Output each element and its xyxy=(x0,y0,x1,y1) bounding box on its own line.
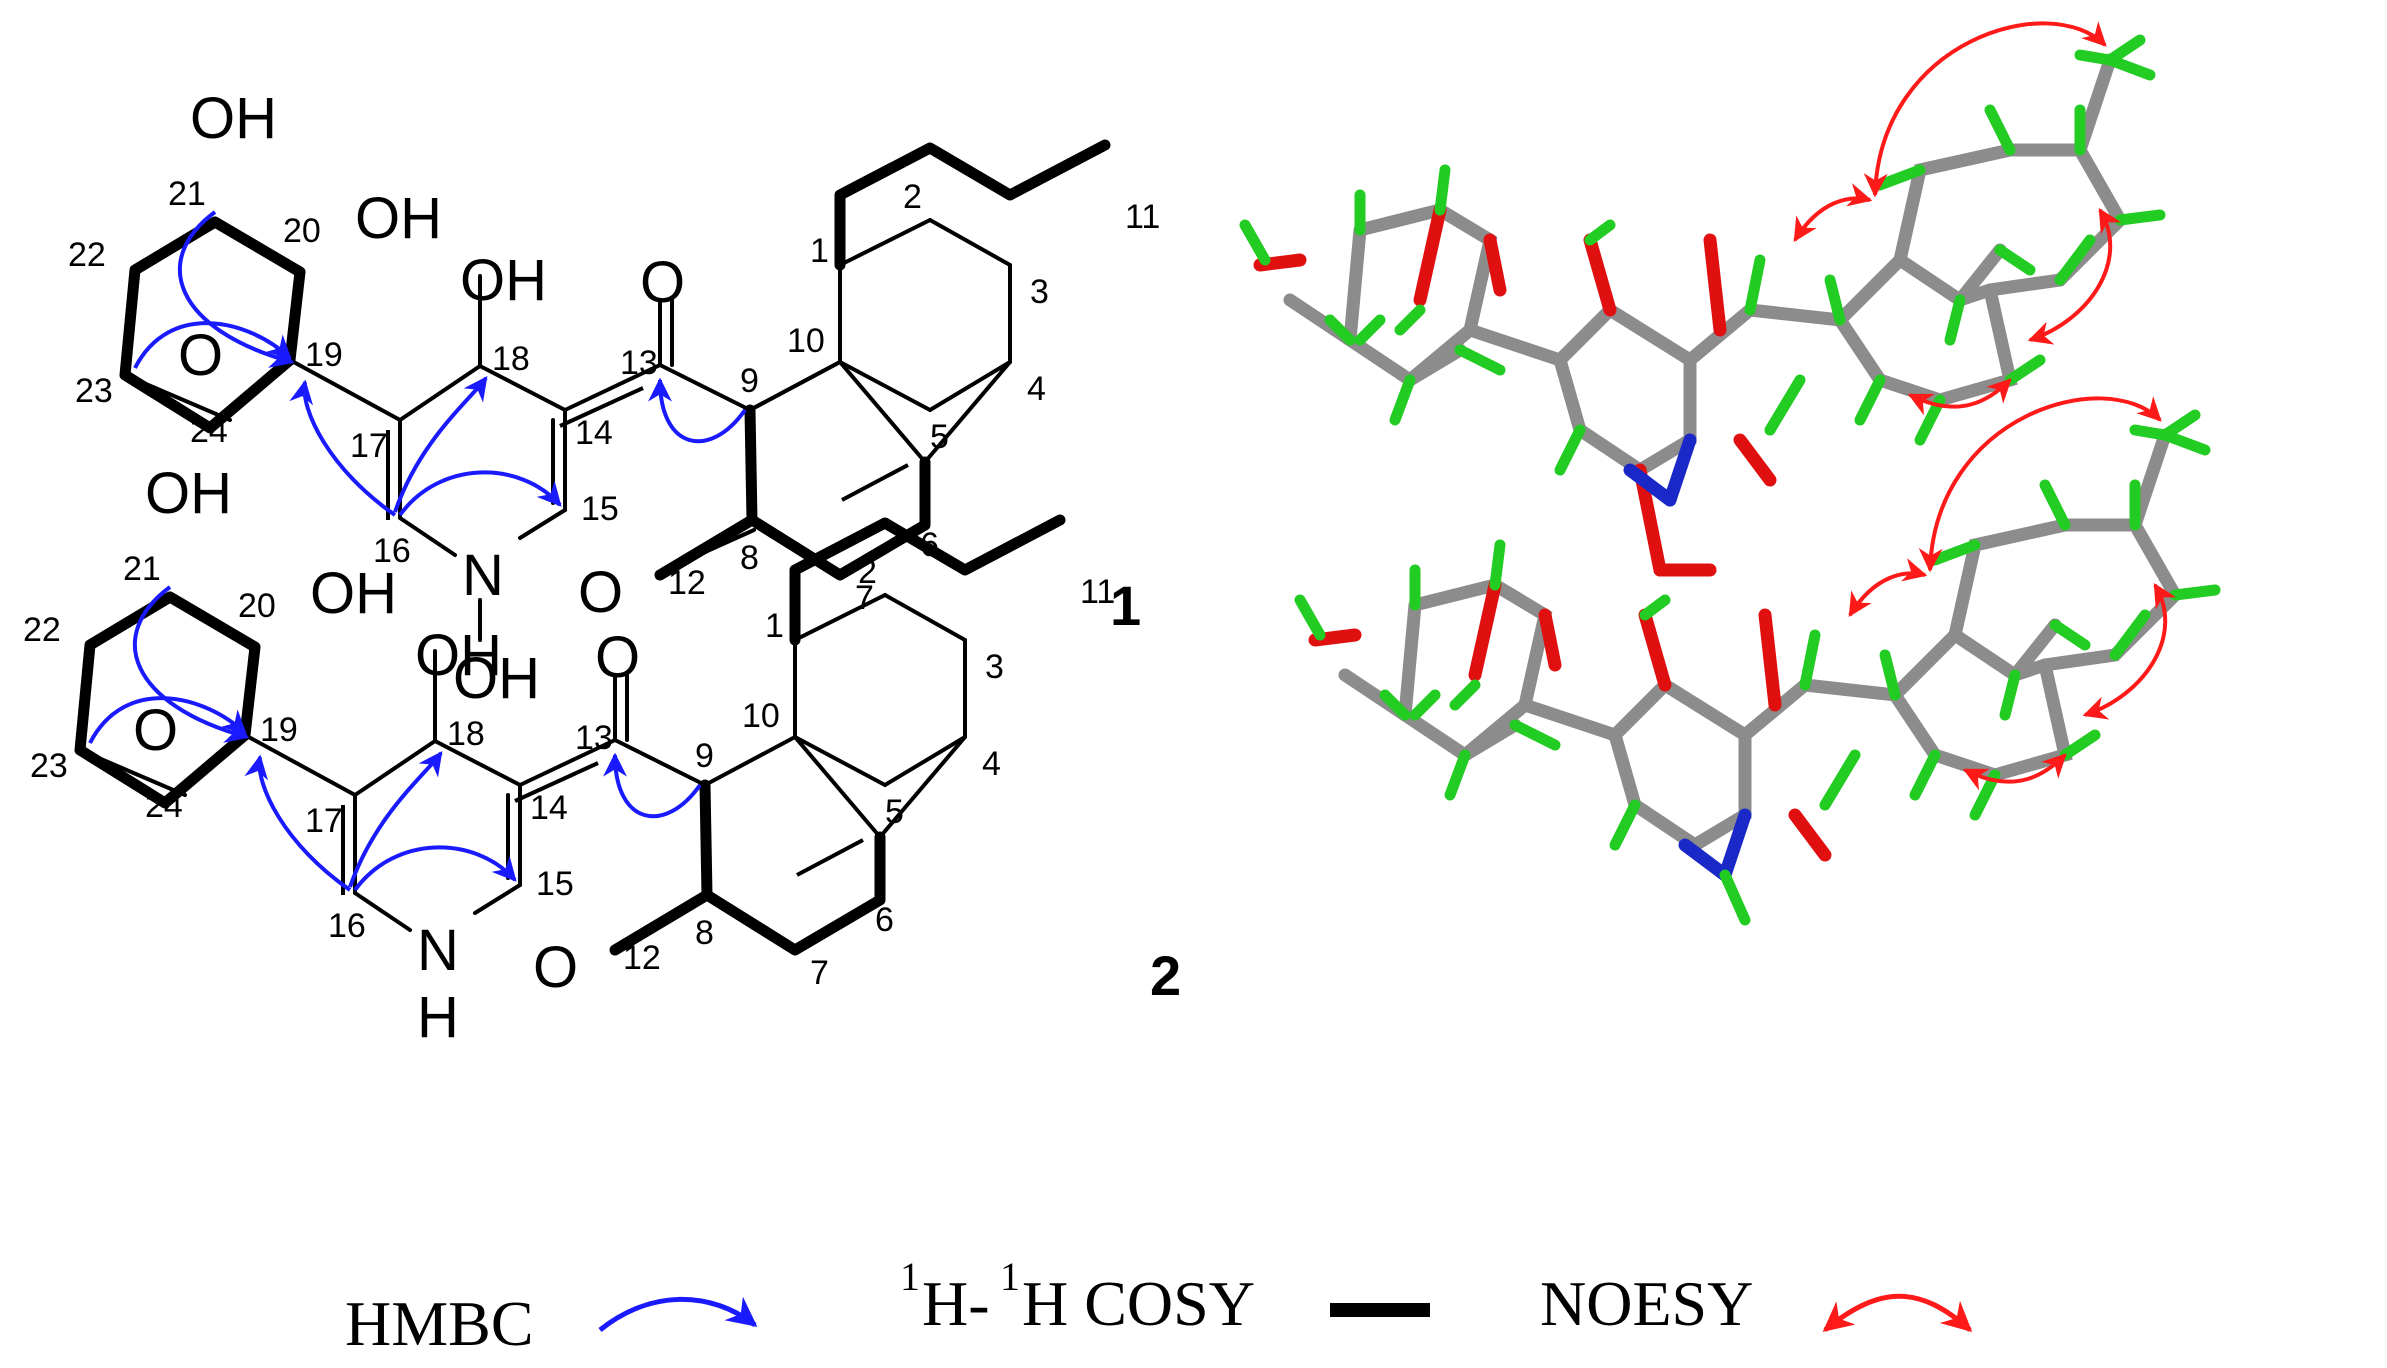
num-23: 23 xyxy=(30,747,68,785)
num-22: 22 xyxy=(68,236,106,274)
num-21: 21 xyxy=(123,550,161,588)
num-3: 3 xyxy=(1030,273,1049,311)
compound-1-label: 1 xyxy=(1110,574,1141,637)
num-16: 16 xyxy=(328,907,366,945)
atom-oh-21: OH xyxy=(145,461,232,526)
num-1: 1 xyxy=(810,232,829,270)
num-20: 20 xyxy=(283,212,321,250)
atom-o-15: O xyxy=(533,935,578,1000)
num-10: 10 xyxy=(742,697,780,735)
num-2: 2 xyxy=(903,178,922,216)
atom-n: N xyxy=(417,918,459,983)
num-4: 4 xyxy=(982,745,1001,783)
num-18: 18 xyxy=(447,715,485,753)
compound-2-structure: OH OH OH O O O N H 2 1 2 3 4 5 6 7 8 9 1… xyxy=(23,461,1181,1050)
num-20: 20 xyxy=(238,587,276,625)
num-11: 11 xyxy=(1080,573,1115,611)
num-14: 14 xyxy=(575,414,613,452)
num-13: 13 xyxy=(575,719,613,757)
num-10: 10 xyxy=(787,322,825,360)
num-4: 4 xyxy=(1027,370,1046,408)
legend-hmbc-label: HMBC xyxy=(345,1288,534,1359)
num-17: 17 xyxy=(305,802,343,840)
compound-2-3d-model xyxy=(1294,396,2221,926)
atom-oh-18: OH xyxy=(415,623,502,688)
num-19: 19 xyxy=(305,336,343,374)
legend-cosy-label: H COSY xyxy=(1022,1268,1255,1339)
num-5: 5 xyxy=(885,793,904,831)
num-13: 13 xyxy=(620,344,658,382)
num-8: 8 xyxy=(740,539,759,577)
atom-o-13: O xyxy=(640,250,685,315)
atom-o-ring: O xyxy=(178,323,223,388)
num-6: 6 xyxy=(875,901,894,939)
num-15: 15 xyxy=(536,865,574,903)
compound-2-label: 2 xyxy=(1150,944,1181,1007)
compound-1-3d-model xyxy=(1239,21,2166,577)
num-24: 24 xyxy=(190,412,228,450)
num-3: 3 xyxy=(985,648,1004,686)
legend-noesy-label: NOESY xyxy=(1540,1268,1753,1339)
num-1: 1 xyxy=(765,607,784,645)
atom-o-13: O xyxy=(595,625,640,690)
num-24: 24 xyxy=(145,787,183,825)
num-9: 9 xyxy=(695,737,714,775)
atom-oh-21: OH xyxy=(190,86,277,151)
num-12: 12 xyxy=(668,564,706,602)
atom-n: N xyxy=(462,543,504,608)
atom-oh-20: OH xyxy=(355,186,442,251)
num-18: 18 xyxy=(492,340,530,378)
num-12: 12 xyxy=(623,939,661,977)
num-21: 21 xyxy=(168,175,206,213)
num-8: 8 xyxy=(695,914,714,952)
legend-cosy-h1: H- xyxy=(922,1268,990,1339)
num-19: 19 xyxy=(260,711,298,749)
legend-hmbc-arrow xyxy=(598,1296,758,1332)
atom-o-ring: O xyxy=(133,698,178,763)
num-2: 2 xyxy=(858,553,877,591)
num-16: 16 xyxy=(373,532,411,570)
atom-o-15: O xyxy=(578,560,623,625)
atom-n-h: H xyxy=(417,985,459,1050)
num-11: 11 xyxy=(1125,198,1160,236)
atom-oh-18: OH xyxy=(460,248,547,313)
num-9: 9 xyxy=(740,362,759,400)
atom-n-oh: OH xyxy=(453,646,540,711)
legend-noesy-arrow xyxy=(1822,1293,1973,1333)
legend: HMBC 1 H- 1 H COSY NOESY xyxy=(345,1254,1973,1359)
atom-oh-20: OH xyxy=(310,561,397,626)
compound-1-structure: OH OH OH O O O N OH 1 1 2 3 4 5 6 7 8 9 … xyxy=(68,86,1160,711)
legend-cosy-sup2: 1 xyxy=(1000,1254,1020,1299)
num-5: 5 xyxy=(930,418,949,456)
num-17: 17 xyxy=(350,427,388,465)
num-23: 23 xyxy=(75,372,113,410)
num-14: 14 xyxy=(530,789,568,827)
num-7: 7 xyxy=(810,954,829,992)
num-22: 22 xyxy=(23,611,61,649)
legend-cosy-sup1: 1 xyxy=(900,1254,920,1299)
num-15: 15 xyxy=(581,490,619,528)
